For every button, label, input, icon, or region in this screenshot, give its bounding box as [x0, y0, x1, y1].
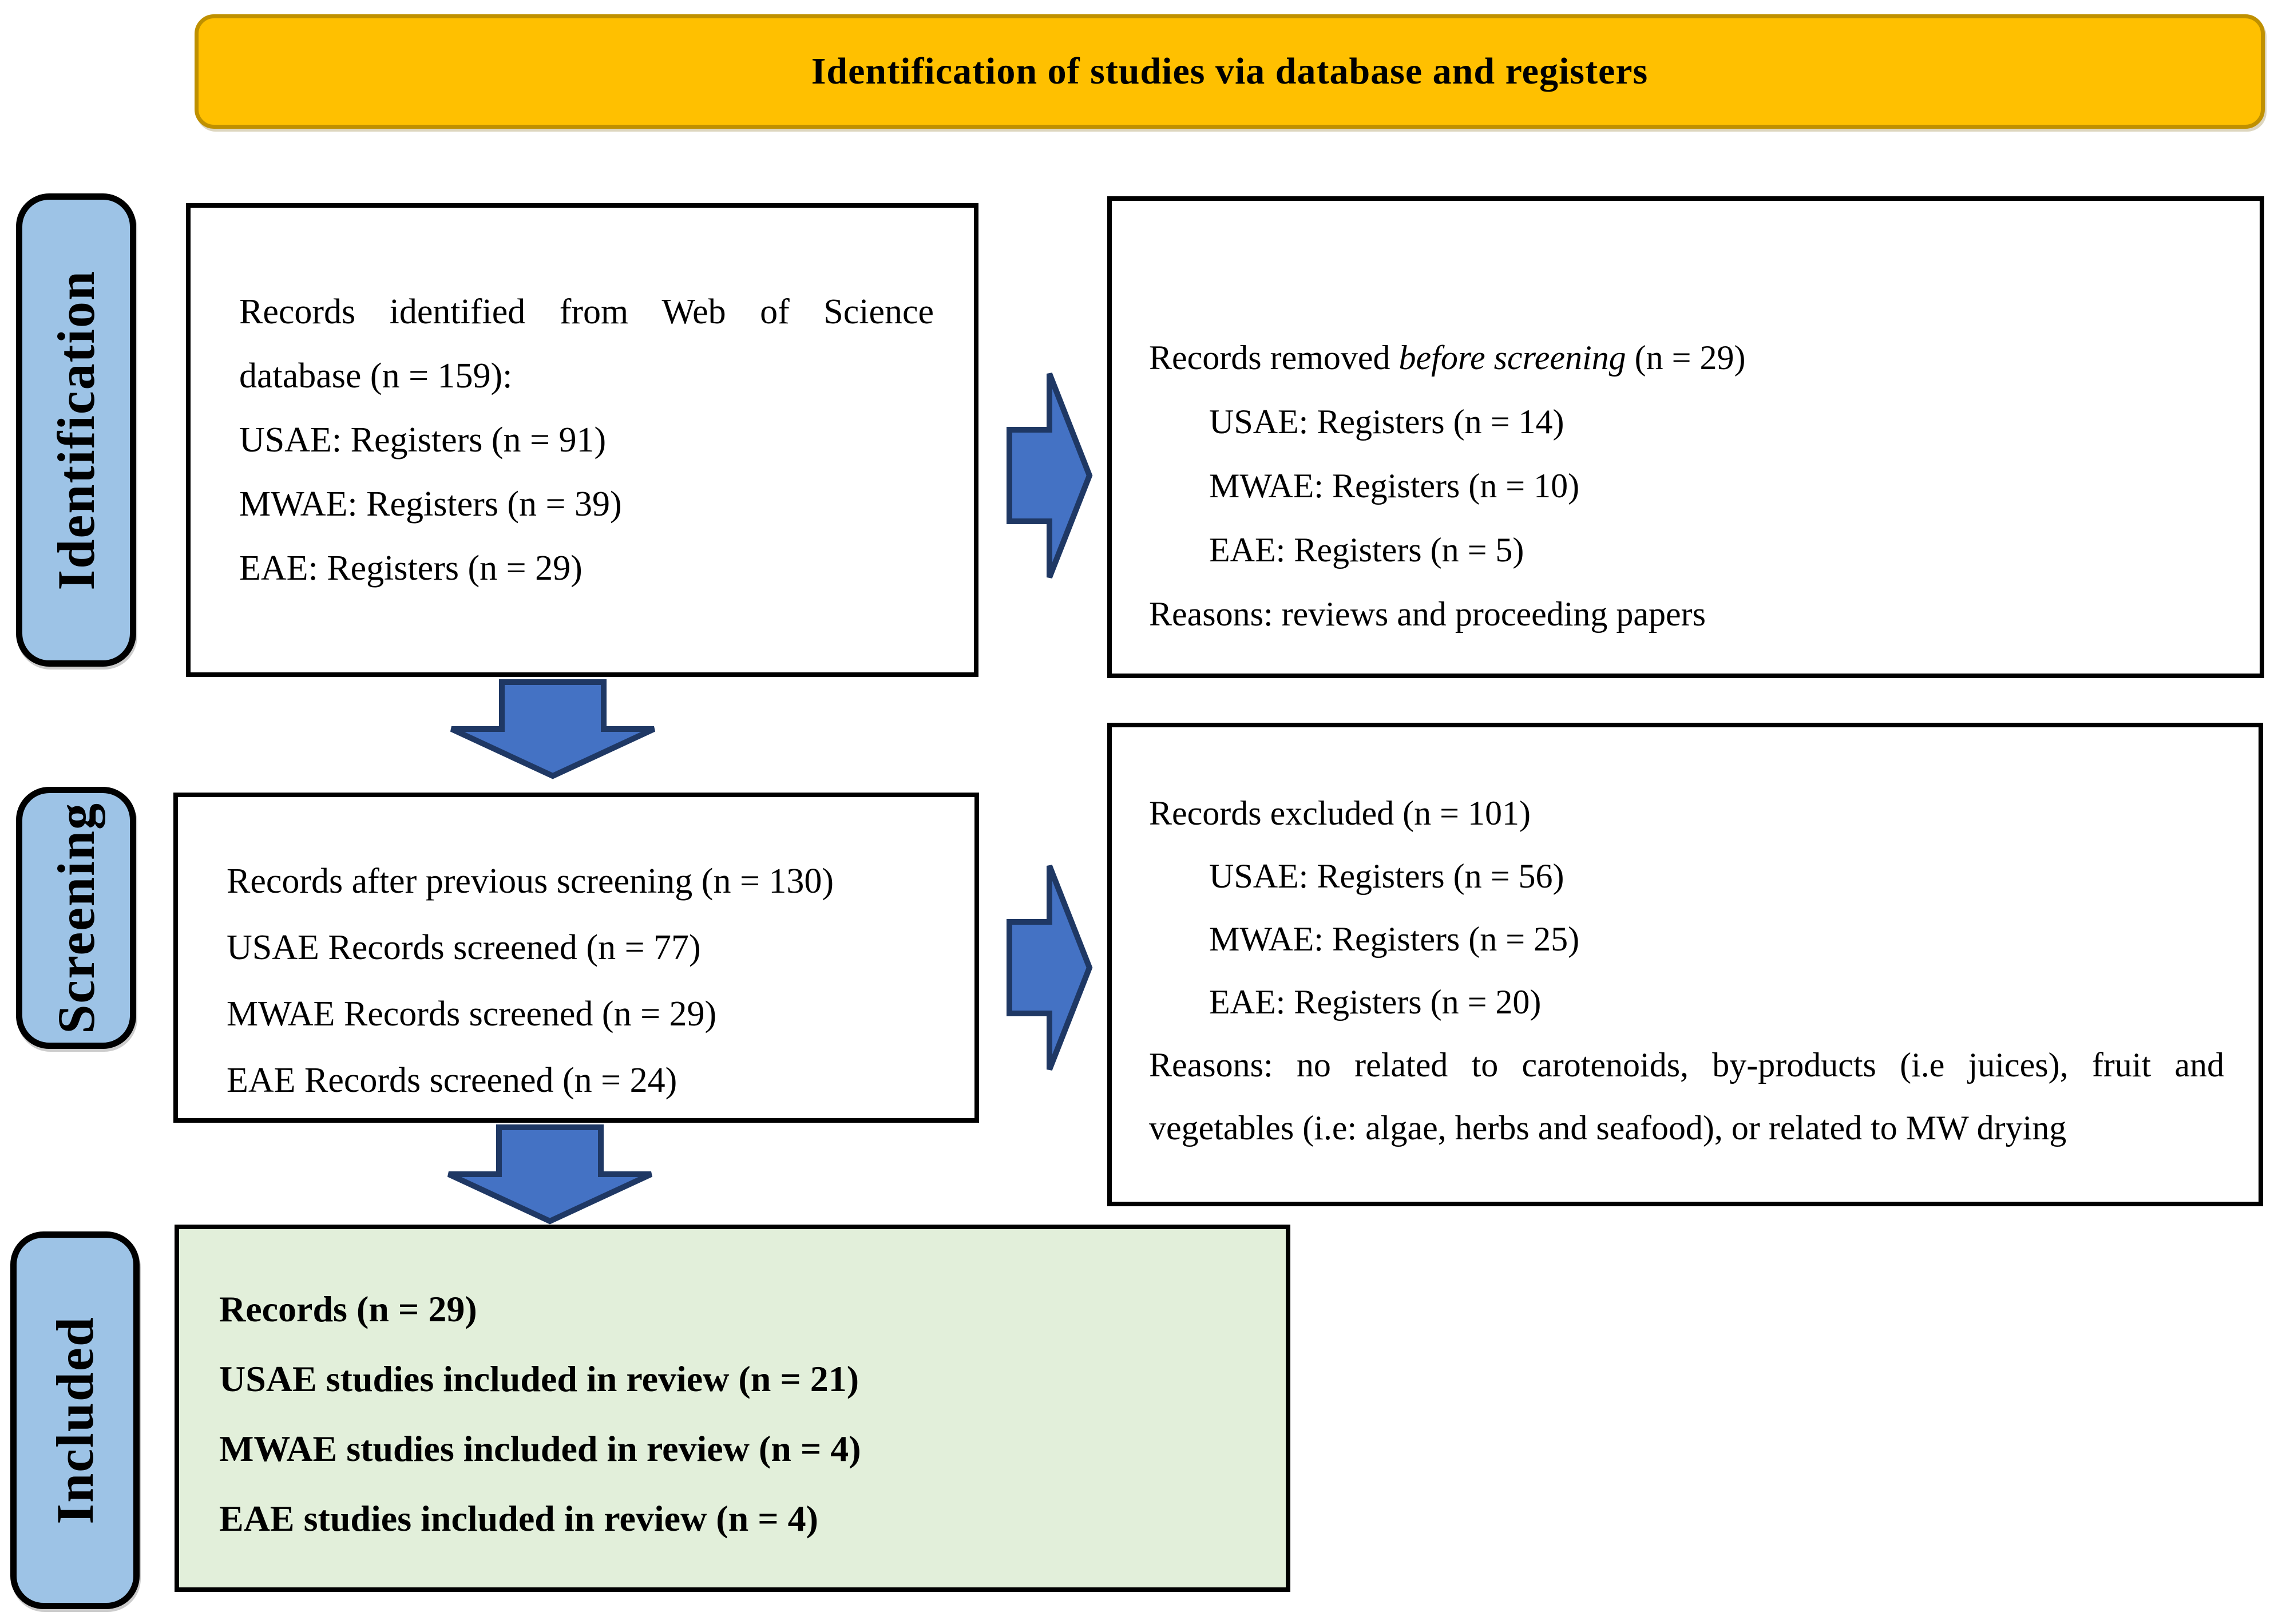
stage-label-screening: Screening [16, 787, 136, 1049]
stage-label-included: Included [10, 1231, 140, 1609]
records-included-box: Records (n = 29) USAE studies included i… [175, 1225, 1290, 1592]
stage-label-identification-text: Identification [47, 270, 105, 591]
usae-included-line: USAE studies included in review (n = 21) [219, 1358, 859, 1399]
mwae-included-line: MWAE studies included in review (n = 4) [219, 1428, 861, 1469]
diagram-title-banner: Identification of studies via database a… [195, 14, 2265, 129]
eae-registers-line: EAE: Registers (n = 29) [239, 549, 583, 588]
eae-screened-line: EAE Records screened (n = 24) [227, 1060, 678, 1100]
records-identified-box: Records identified from Web of Science d… [186, 203, 978, 677]
usae-removed-line: USAE: Registers (n = 14) [1209, 403, 1564, 441]
stage-label-screening-text: Screening [47, 802, 105, 1034]
excluded-reasons-paragraph: Reasons: no related to carotenoids, by-p… [1149, 1045, 2224, 1147]
records-screened-box: Records after previous screening (n = 13… [173, 793, 979, 1123]
records-removed-box: Records removed before screening (n = 29… [1107, 196, 2264, 678]
records-excluded-box: Records excluded (n = 101) USAE: Registe… [1107, 723, 2263, 1206]
usae-registers-line: USAE: Registers (n = 91) [239, 421, 607, 460]
down-arrow-shape [450, 679, 656, 779]
eae-included-line: EAE studies included in review (n = 4) [219, 1498, 818, 1539]
down-arrow-icon [447, 1124, 653, 1225]
right-arrow-icon [1007, 865, 1093, 1071]
records-removed-line: Records removed before screening (n = 29… [1149, 339, 1746, 377]
before-screening-italic: before screening [1398, 339, 1626, 377]
mwae-screened-line: MWAE Records screened (n = 29) [227, 994, 717, 1033]
down-arrow-shape [447, 1124, 653, 1225]
right-arrow-shape [1007, 865, 1093, 1071]
usae-excluded-line: USAE: Registers (n = 56) [1209, 857, 1564, 895]
records-excluded-line: Records excluded (n = 101) [1149, 794, 1531, 832]
down-arrow-icon [450, 679, 656, 779]
stage-label-included-text: Included [46, 1316, 104, 1524]
mwae-excluded-line: MWAE: Registers (n = 25) [1209, 920, 1580, 958]
stage-label-identification: Identification [16, 193, 136, 667]
included-records-line: Records (n = 29) [219, 1289, 477, 1329]
usae-screened-line: USAE Records screened (n = 77) [227, 928, 701, 967]
removed-reasons-line: Reasons: reviews and proceeding papers [1149, 595, 1706, 633]
records-identified-paragraph: Records identified from Web of Science d… [239, 292, 934, 395]
diagram-title: Identification of studies via database a… [811, 50, 1649, 92]
eae-removed-line: EAE: Registers (n = 5) [1209, 531, 1524, 569]
eae-excluded-line: EAE: Registers (n = 20) [1209, 983, 1542, 1021]
mwae-removed-line: MWAE: Registers (n = 10) [1209, 467, 1580, 505]
right-arrow-icon [1007, 373, 1093, 579]
right-arrow-shape [1007, 373, 1093, 579]
mwae-registers-line: MWAE: Registers (n = 39) [239, 485, 622, 524]
records-after-screening-line: Records after previous screening (n = 13… [227, 861, 834, 901]
